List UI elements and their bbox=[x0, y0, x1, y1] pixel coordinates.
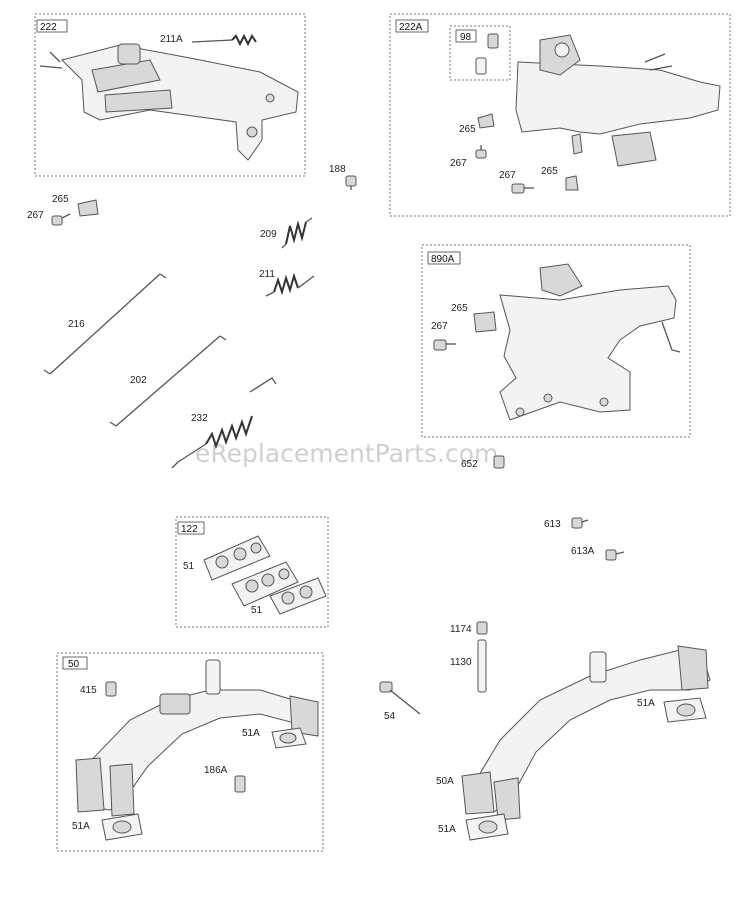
control-bracket-assembly[interactable] bbox=[39, 43, 299, 161]
group-50-tag: 50 bbox=[68, 659, 80, 670]
intake-manifold[interactable] bbox=[75, 659, 319, 817]
clip-265-a[interactable] bbox=[77, 199, 99, 217]
fitting-415[interactable] bbox=[105, 681, 117, 697]
callout-265-d: 265 bbox=[451, 303, 468, 314]
callout-186A: 186A bbox=[204, 765, 228, 776]
screw-267-d[interactable] bbox=[433, 339, 456, 351]
screw-613A[interactable] bbox=[605, 549, 625, 561]
fitting-186A[interactable] bbox=[234, 775, 246, 793]
callout-209: 209 bbox=[260, 229, 277, 240]
group-98-tag: 98 bbox=[460, 32, 472, 43]
callout-415: 415 bbox=[80, 685, 97, 696]
group-890A-tag: 890A bbox=[431, 254, 455, 265]
callout-265-a: 265 bbox=[52, 194, 69, 205]
callout-267-b: 267 bbox=[450, 158, 467, 169]
gasket-51-b[interactable] bbox=[231, 561, 299, 607]
part-98-clip[interactable] bbox=[475, 33, 499, 75]
screw-267-c[interactable] bbox=[511, 183, 534, 194]
callout-51-b: 51 bbox=[251, 605, 263, 616]
group-222-tag: 222 bbox=[40, 22, 57, 33]
callout-652: 652 bbox=[461, 459, 478, 470]
callout-613A: 613A bbox=[571, 546, 595, 557]
callout-267-d: 267 bbox=[431, 321, 448, 332]
watermark: eReplacementParts.com bbox=[195, 439, 498, 468]
gasket-51A-4[interactable] bbox=[465, 813, 509, 841]
nut-1174[interactable] bbox=[476, 621, 488, 635]
screw-613[interactable] bbox=[571, 517, 589, 529]
group-890A-tag-box bbox=[427, 251, 461, 265]
spring-211A[interactable] bbox=[191, 33, 257, 47]
spring-211[interactable] bbox=[265, 272, 315, 297]
callout-50A: 50A bbox=[436, 776, 454, 787]
intake-manifold-50A[interactable] bbox=[461, 645, 711, 821]
group-122-frame bbox=[175, 516, 329, 628]
rod-216[interactable] bbox=[43, 273, 167, 375]
callout-202: 202 bbox=[130, 375, 147, 386]
rod-202[interactable] bbox=[109, 335, 227, 427]
clip-265-b[interactable] bbox=[477, 113, 495, 129]
callout-51-a: 51 bbox=[183, 561, 195, 572]
gasket-51A-3[interactable] bbox=[663, 697, 707, 723]
callout-51A-2: 51A bbox=[72, 821, 90, 832]
group-222A-frame bbox=[389, 13, 731, 217]
group-98-frame bbox=[449, 25, 511, 81]
group-890A[interactable]: 890A 265 267 bbox=[421, 244, 691, 438]
group-122[interactable]: 122 51 51 bbox=[175, 516, 329, 628]
callout-232: 232 bbox=[191, 413, 208, 424]
group-222A-tag: 222A bbox=[399, 22, 423, 33]
callout-613: 613 bbox=[544, 519, 561, 530]
spring-232[interactable] bbox=[171, 377, 277, 469]
group-222A-tag-box bbox=[395, 19, 429, 33]
callout-51A-1: 51A bbox=[242, 728, 260, 739]
group-122-tag-box bbox=[177, 521, 205, 535]
group-98-tag-box bbox=[455, 29, 477, 43]
callout-1130: 1130 bbox=[450, 657, 472, 668]
callout-216: 216 bbox=[68, 319, 85, 330]
screw-267-a[interactable] bbox=[51, 213, 71, 226]
group-122-tag: 122 bbox=[181, 524, 198, 535]
gasket-51-c[interactable] bbox=[269, 577, 327, 615]
clip-265-d[interactable] bbox=[473, 311, 497, 333]
gasket-51A-1[interactable] bbox=[271, 727, 307, 749]
callout-265-b: 265 bbox=[459, 124, 476, 135]
clip-265-c[interactable] bbox=[565, 175, 579, 191]
group-222-tag-box bbox=[36, 19, 68, 33]
callout-54: 54 bbox=[384, 711, 396, 722]
group-890A-frame bbox=[421, 244, 691, 438]
bolt-54[interactable] bbox=[379, 681, 421, 715]
callout-1174: 1174 bbox=[450, 624, 472, 635]
callout-267-a: 267 bbox=[27, 210, 44, 221]
stud-1130[interactable] bbox=[477, 639, 487, 693]
clip-near-bracket[interactable] bbox=[571, 133, 583, 155]
screw-188[interactable] bbox=[345, 175, 357, 190]
callout-51A-4: 51A bbox=[438, 824, 456, 835]
callout-211: 211 bbox=[259, 269, 275, 280]
group-222[interactable]: 222 211A bbox=[34, 13, 306, 177]
nut-652[interactable] bbox=[493, 455, 505, 469]
screw-267-b[interactable] bbox=[475, 145, 487, 159]
governor-bracket-assembly[interactable] bbox=[515, 34, 721, 167]
group-50-tag-box bbox=[62, 656, 88, 670]
gasket-51A-2[interactable] bbox=[101, 813, 143, 841]
callout-265-c: 265 bbox=[541, 166, 558, 177]
callout-211A: 211A bbox=[160, 34, 183, 45]
callout-188: 188 bbox=[329, 164, 346, 175]
gasket-51-a[interactable] bbox=[203, 535, 271, 581]
group-50[interactable]: 50 415 51A 186A 51A bbox=[56, 652, 324, 852]
callout-267-c: 267 bbox=[499, 170, 516, 181]
throttle-bracket-assembly[interactable] bbox=[499, 263, 681, 421]
callout-51A-3: 51A bbox=[637, 698, 655, 709]
group-222A[interactable]: 222A 98 265 267 267 265 bbox=[389, 13, 731, 217]
spring-209[interactable] bbox=[281, 217, 313, 249]
group-50-frame bbox=[56, 652, 324, 852]
